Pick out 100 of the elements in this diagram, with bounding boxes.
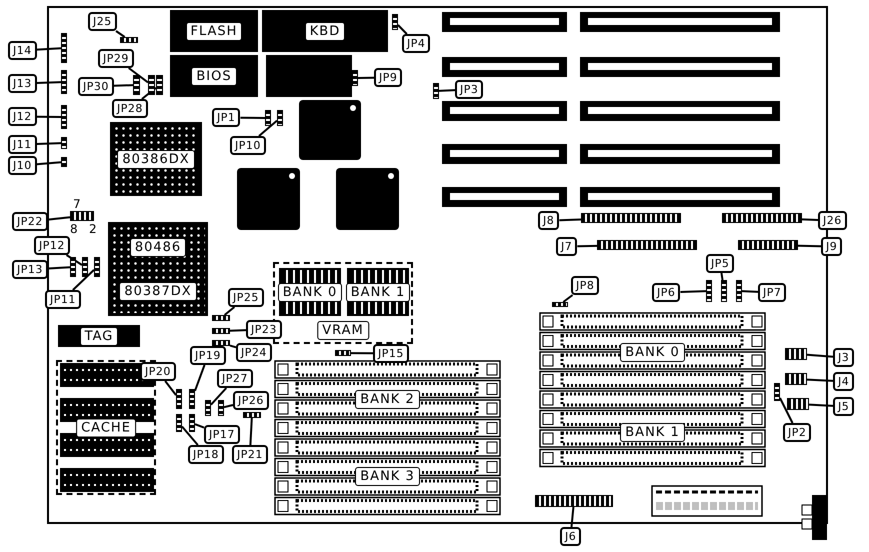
leader-line (808, 404, 834, 407)
chip (170, 10, 258, 52)
pin-header (722, 213, 802, 223)
callout-label: JP30 (78, 77, 114, 96)
callout-label: JP25 (228, 288, 264, 307)
chip-label: TAG (80, 326, 118, 346)
callout-label: JP10 (230, 136, 266, 155)
leader-line (249, 418, 253, 446)
leader-line (258, 120, 278, 137)
pin-header (738, 240, 798, 250)
processor-label: 80486 (130, 238, 186, 256)
leader-line (48, 266, 70, 270)
leader-line (181, 426, 199, 446)
bank-label: BANK 1 (346, 282, 410, 302)
jumper (218, 400, 224, 416)
callout-label: JP27 (217, 369, 253, 388)
jumper (352, 70, 358, 86)
pin-header (581, 213, 681, 223)
leader-line (230, 344, 236, 348)
group-title: CACHE (76, 418, 136, 437)
leader-line (36, 81, 62, 84)
bank-label: BANK 1 (620, 422, 685, 442)
leader-line (798, 244, 822, 248)
callout-label: JP28 (112, 99, 148, 118)
callout-label: JP6 (652, 283, 680, 302)
callout-label: JP20 (140, 362, 176, 381)
leader-line (438, 89, 456, 92)
jumper (176, 389, 182, 409)
callout-label: J8 (538, 211, 560, 230)
jumper (774, 383, 780, 401)
leader-line (194, 423, 204, 429)
jumper (133, 75, 140, 95)
pin-number: 2 (89, 223, 97, 235)
chip-label: KBD (304, 22, 346, 40)
jumper (736, 280, 742, 302)
callout-label: JP15 (373, 344, 409, 363)
leader-line (72, 269, 95, 291)
callout-label: JP22 (12, 212, 48, 231)
callout-label: JP13 (12, 260, 48, 279)
leader-line (680, 290, 706, 293)
leader-line (224, 306, 236, 316)
leader-line (240, 116, 266, 119)
leader-line (559, 218, 582, 222)
chip (58, 325, 140, 347)
chip (266, 55, 352, 97)
pin-number: 7 (73, 198, 81, 210)
callout-label: J11 (8, 135, 37, 154)
jumper (212, 315, 230, 321)
bank-label: BANK 0 (620, 342, 685, 362)
callout-label: JP9 (374, 68, 402, 87)
leader-line (570, 506, 574, 528)
chip (262, 10, 388, 52)
jumper (61, 105, 67, 129)
memory-chip-bank (347, 268, 409, 316)
bank-label: BANK 0 (278, 282, 342, 302)
callout-label: JP12 (34, 236, 70, 255)
leader-line (577, 244, 598, 248)
jumper (205, 400, 211, 416)
jumper (176, 414, 182, 432)
callout-label: JP29 (98, 49, 134, 68)
callout-label: JP2 (783, 423, 812, 442)
bank-label: BANK 3 (355, 466, 420, 486)
leader-line (48, 216, 70, 221)
processor-label: 80386DX (117, 150, 195, 168)
leader-line (115, 30, 126, 38)
leader-line (720, 272, 724, 280)
jumper (120, 37, 138, 43)
callout-label: J5 (833, 397, 854, 416)
callout-label: JP5 (706, 254, 734, 273)
leader-line (141, 87, 157, 100)
pin-header (535, 495, 613, 507)
jumper (335, 350, 351, 356)
chip-label: BIOS (191, 66, 237, 86)
jumper (61, 157, 67, 167)
jumper (61, 70, 67, 94)
callout-label: J12 (8, 107, 37, 126)
jumper (277, 110, 283, 126)
chip (170, 55, 258, 97)
jumper (189, 414, 195, 432)
cpu-socket (110, 122, 202, 196)
jumper (61, 137, 67, 149)
callout-label: JP23 (246, 320, 282, 339)
callout-label: JP7 (758, 283, 786, 302)
leader-line (36, 116, 62, 118)
jumper (265, 110, 271, 126)
callout-label: JP19 (190, 346, 226, 365)
callout-label: J13 (8, 74, 37, 93)
callout-label: J4 (833, 372, 854, 391)
cpu-socket (108, 222, 208, 316)
jumper (212, 328, 230, 334)
leader-line (36, 47, 62, 51)
leader-line (397, 24, 408, 35)
callout-label: JP8 (571, 276, 600, 295)
pin-number: 8 (70, 223, 78, 235)
jumper (70, 257, 76, 277)
callout-label: J7 (556, 237, 578, 256)
leader-line (806, 354, 834, 358)
callout-label: J6 (560, 527, 582, 546)
jumper (212, 340, 230, 346)
callout-label: J14 (8, 41, 37, 60)
